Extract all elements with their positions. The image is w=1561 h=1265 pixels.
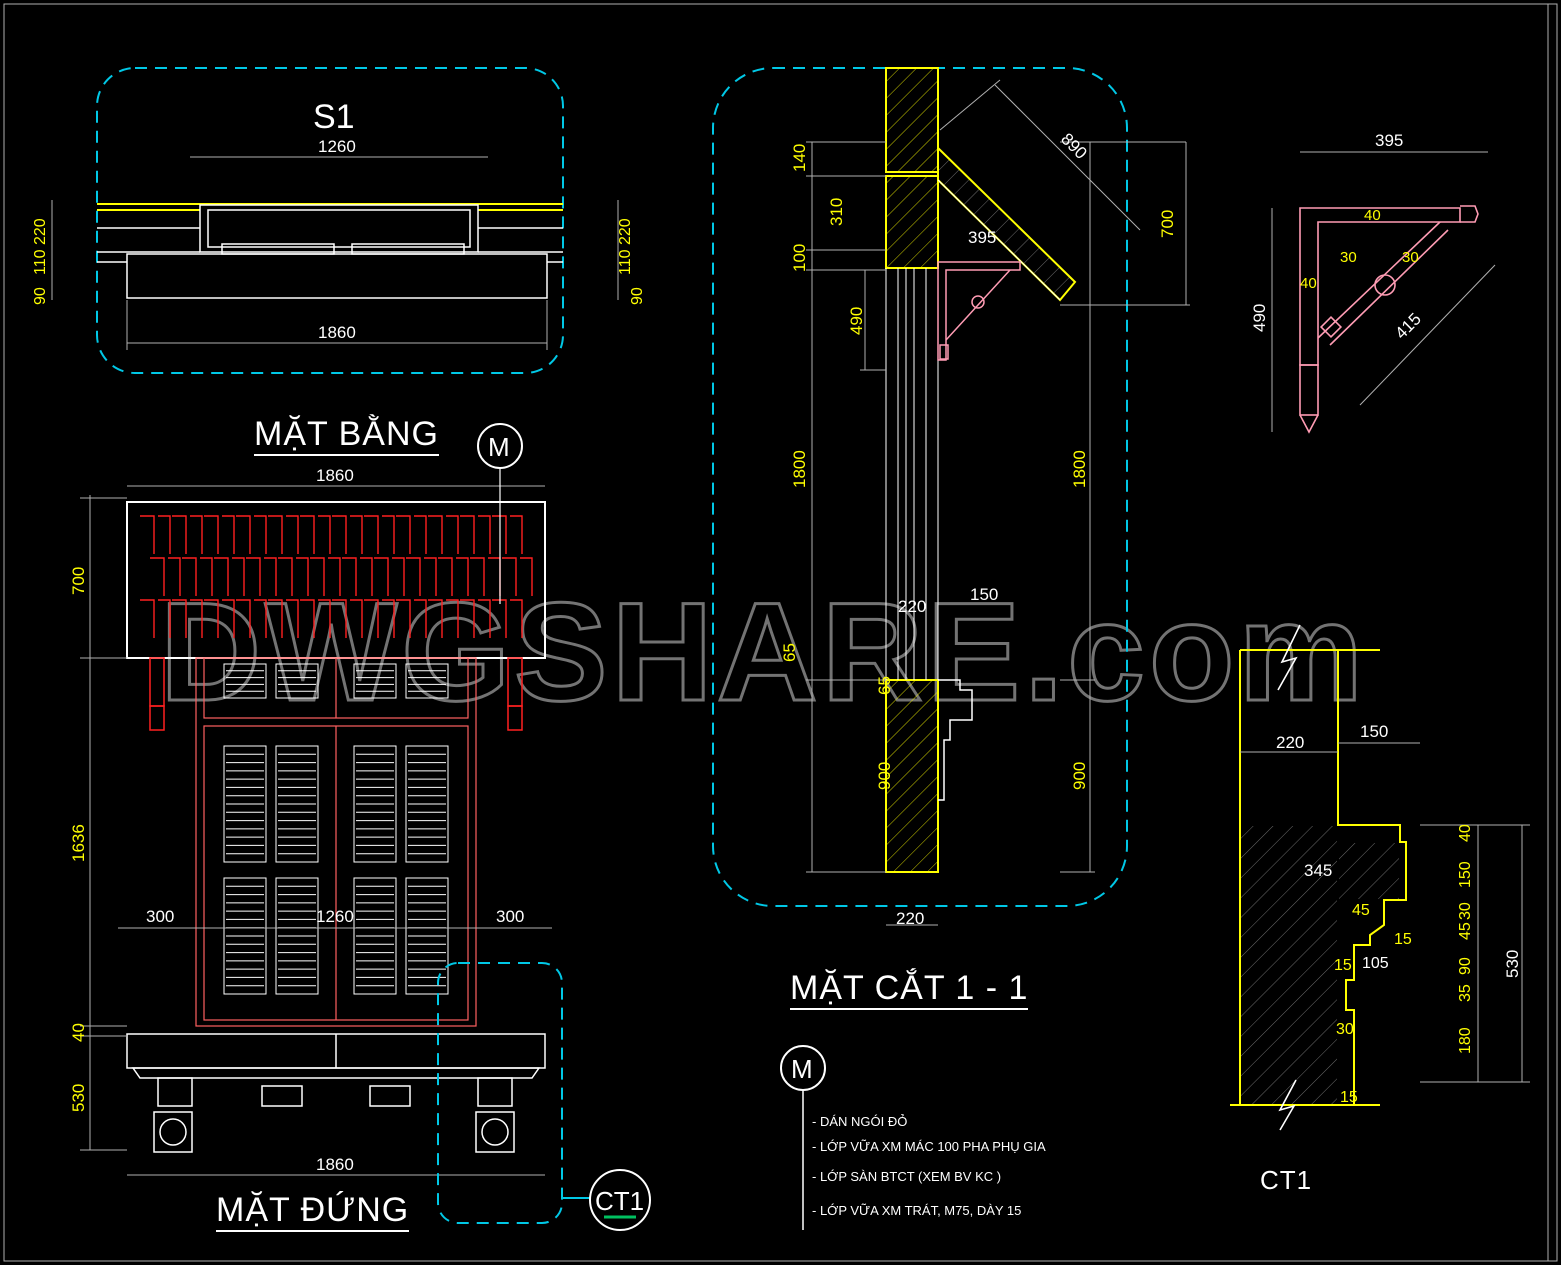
elev-dim-left-0: 700 [69, 567, 88, 595]
elev-dim-bottom: 1860 [316, 1155, 354, 1174]
plan-dim-left-0: 220 [32, 218, 49, 245]
note-3: - LỚP VỮA XM TRÁT, M75, DÀY 15 [812, 1203, 1022, 1218]
sec-dim-wall: 220 [896, 909, 924, 928]
bracket-detail: 395 490 415 40 40 30 30 [1250, 131, 1496, 434]
plan-dim-right-1: 110 [617, 249, 634, 275]
plan-boundary [96, 67, 564, 374]
plan-dim-right-0: 220 [617, 218, 634, 245]
bracket-dim-diag: 415 [1391, 309, 1424, 342]
plan-dim-top: 1260 [318, 137, 356, 156]
section-title: MẶT CẮT 1 - 1 [790, 968, 1029, 1010]
ct1-dim-inner-0: 345 [1304, 861, 1332, 880]
sec-dim-diag: 890 [1057, 129, 1090, 162]
sec-dim-left-5: 65 [780, 643, 799, 662]
sec-dim-left-4: 1800 [790, 450, 809, 488]
sec-dim-right-1: 1800 [1070, 450, 1089, 488]
ct1-dim-inner-6: 15 [1340, 1089, 1358, 1106]
ct1-dim-right-1: 150 [1457, 861, 1474, 888]
sec-dim-left-7: 900 [875, 762, 894, 790]
note-0: - DÁN NGÓI ĐỎ [812, 1114, 908, 1129]
watermark: DWGSHARE.com [160, 573, 1367, 730]
bracket-dim-top: 395 [1375, 131, 1403, 150]
ct1-dim-right-5: 35 [1457, 984, 1474, 1002]
sec-dim-left-1: 310 [827, 198, 846, 226]
bracket-dim-inner-1: 40 [1300, 275, 1317, 292]
ct1-callout-label: CT1 [595, 1186, 644, 1216]
ct1-dim-right-0: 40 [1457, 824, 1474, 842]
ct1-callout-circle [589, 1169, 651, 1231]
elev-dim-mid-2: 300 [496, 907, 524, 926]
ct1-dim-inner-5: 30 [1336, 1021, 1354, 1038]
note-2: - LỚP SÀN BTCT (XEM BV KC ) [812, 1169, 1002, 1184]
bracket-dim-inner-3: 30 [1402, 249, 1419, 266]
sec-dim-left-2: 100 [790, 244, 809, 272]
ct1-callout-boundary [437, 962, 563, 1224]
plan-dim-right-2: 90 [629, 287, 646, 305]
sec-dim-left-6: 65 [875, 676, 894, 695]
elev-dim-left-1: 1636 [69, 824, 88, 862]
ct1-dim-inner-1: 45 [1352, 902, 1370, 919]
bracket-dim-inner-0: 40 [1364, 207, 1381, 224]
sec-dim-left-0: 140 [790, 144, 809, 172]
ct1-dim-right-2: 45 [1457, 922, 1474, 940]
plan-tag: S1 [313, 98, 355, 136]
ct1-dim-right-3: 30 [1457, 902, 1474, 920]
elev-dim-top: 1860 [316, 466, 354, 485]
ct1-dim-inner-4: 105 [1362, 955, 1389, 972]
ct1-dim-total: 530 [1503, 950, 1522, 978]
ct1-detail: 220 150 40 150 45 30 90 35 180 530 345 4… [1230, 624, 1530, 1131]
notes-marker-label: M [791, 1054, 813, 1084]
bracket-dim-left: 490 [1250, 304, 1269, 332]
material-marker-label: M [488, 432, 510, 462]
sec-dim-mid-0: 220 [898, 597, 926, 616]
sec-dim-mid-1: 150 [970, 585, 998, 604]
bracket-dim-inner-2: 30 [1340, 249, 1357, 266]
elev-dim-mid-0: 300 [146, 907, 174, 926]
plan-dim-left-1: 110 [32, 249, 49, 275]
ct1-dim-right-4: 90 [1457, 957, 1474, 975]
ct1-dim-inner-3: 15 [1334, 957, 1352, 974]
roof-tiles [140, 515, 533, 638]
plan-title: MẶT BẰNG [254, 414, 439, 456]
plan-dim-bottom: 1860 [318, 323, 356, 342]
elev-dim-left-3: 530 [69, 1084, 88, 1112]
window-louvers [223, 663, 449, 995]
sec-dim-left-3: 490 [847, 307, 866, 335]
ct1-dim-top-1: 150 [1360, 722, 1388, 741]
note-1: - LỚP VỮA XM MÁC 100 PHA PHỤ GIA [812, 1139, 1046, 1154]
plan-view: S1 1260 1860 [32, 67, 646, 374]
section-view: 140 310 100 490 1800 65 65 900 700 1800 … [712, 67, 1190, 928]
plan-dim-left-2: 90 [32, 287, 49, 305]
elev-dim-left-2: 40 [69, 1023, 88, 1042]
sec-dim-right-0: 700 [1158, 210, 1177, 238]
elev-dim-mid-1: 1260 [316, 907, 354, 926]
elevation-view: 1860 1860 700 1636 40 530 300 1260 300 M… [69, 423, 651, 1231]
elevation-title: MẶT ĐỨNG [216, 1190, 410, 1232]
drawing-frame [3, 3, 1558, 1262]
ct1-dim-top-0: 220 [1276, 733, 1304, 752]
ct1-dim-inner-2: 15 [1394, 931, 1412, 948]
sec-dim-right-2: 900 [1070, 762, 1089, 790]
detail-title: CT1 [1260, 1165, 1313, 1195]
sec-dim-bracket: 395 [968, 228, 996, 247]
ct1-dim-right-6: 180 [1457, 1027, 1474, 1054]
